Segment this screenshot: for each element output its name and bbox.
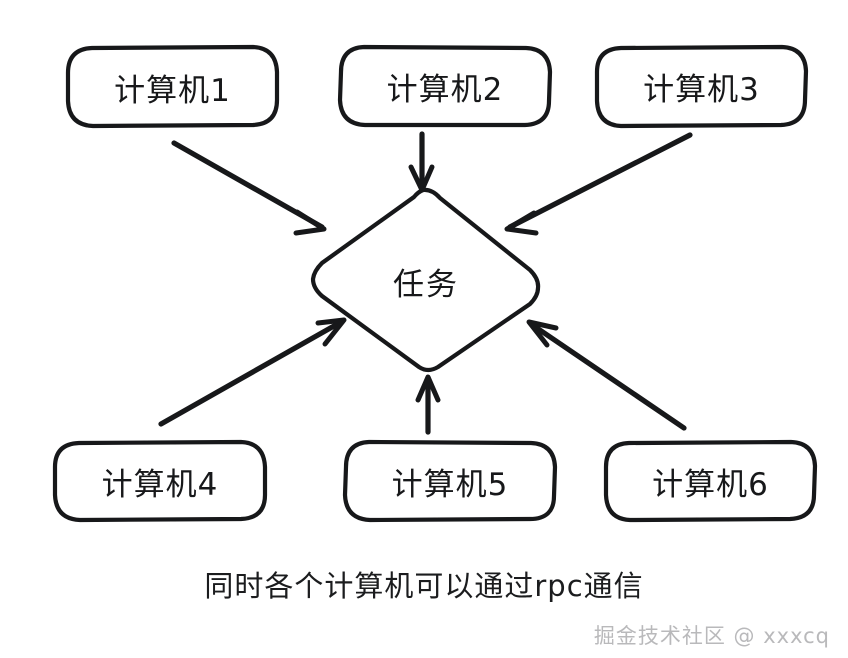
- node-box-computer-5[interactable]: [342, 439, 558, 523]
- arrow-computer-3-to-task: [504, 132, 693, 236]
- node-box-computer-4[interactable]: [52, 439, 268, 523]
- node-box-computer-6[interactable]: [603, 439, 818, 523]
- arrow-computer-2-to-task: [408, 131, 435, 193]
- arrow-computer-5-to-task: [415, 374, 441, 435]
- node-box-computer-1[interactable]: [65, 44, 280, 129]
- node-box-computer-3[interactable]: [594, 44, 809, 129]
- diagram-caption: 同时各个计算机可以通过rpc通信: [204, 569, 644, 603]
- arrow-computer-1-to-task: [171, 140, 327, 236]
- node-box-computer-2[interactable]: [337, 44, 553, 128]
- node-label-center-task: 任务: [393, 266, 459, 303]
- node-shape-center-task[interactable]: [310, 187, 541, 373]
- arrow-computer-6-to-task: [526, 319, 687, 431]
- arrow-computer-4-to-task: [158, 317, 347, 427]
- watermark: 掘金技术社区 @ xxxcq: [593, 624, 830, 648]
